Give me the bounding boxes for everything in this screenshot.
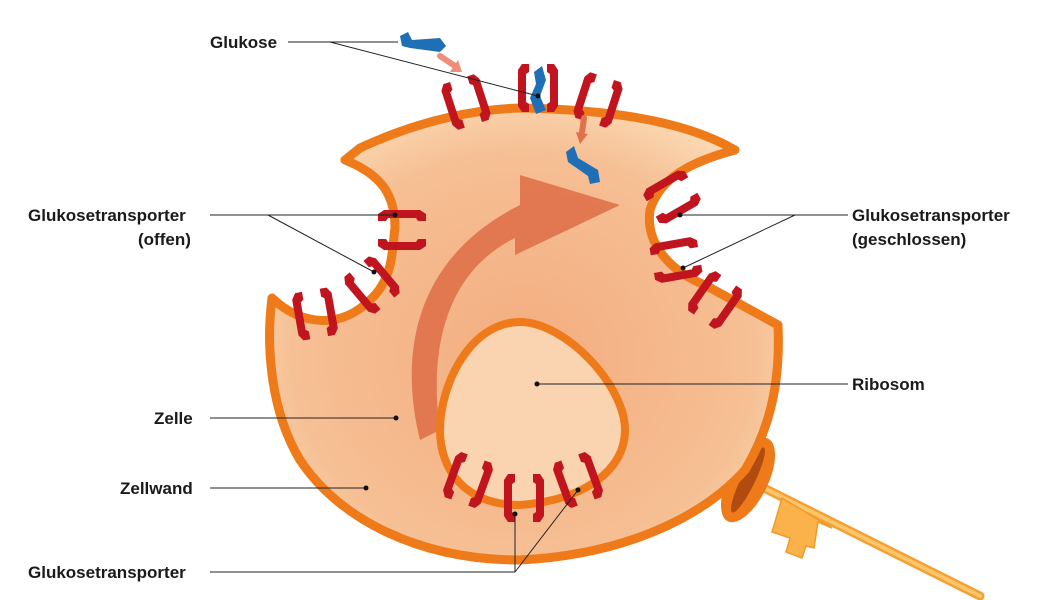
glucose-molecule-icon (400, 32, 600, 184)
key-icon (720, 437, 985, 600)
label-transporter-offen-line2: (offen) (138, 230, 191, 249)
label-ribosom: Ribosom (852, 375, 925, 394)
label-transporter-unten: Glukosetransporter (28, 563, 186, 582)
label-zelle: Zelle (154, 409, 193, 428)
leader-lines (210, 41, 848, 573)
label-glukose: Glukose (210, 33, 277, 52)
label-zellwand: Zellwand (120, 479, 193, 498)
label-transporter-geschlossen-line1: Glukosetransporter (852, 206, 1010, 225)
glucose-flow-arrows (437, 53, 588, 144)
ribosome (435, 317, 630, 510)
label-transporter-geschlossen-line2: (geschlossen) (852, 230, 966, 249)
label-transporter-offen-line1: Glukosetransporter (28, 206, 186, 225)
